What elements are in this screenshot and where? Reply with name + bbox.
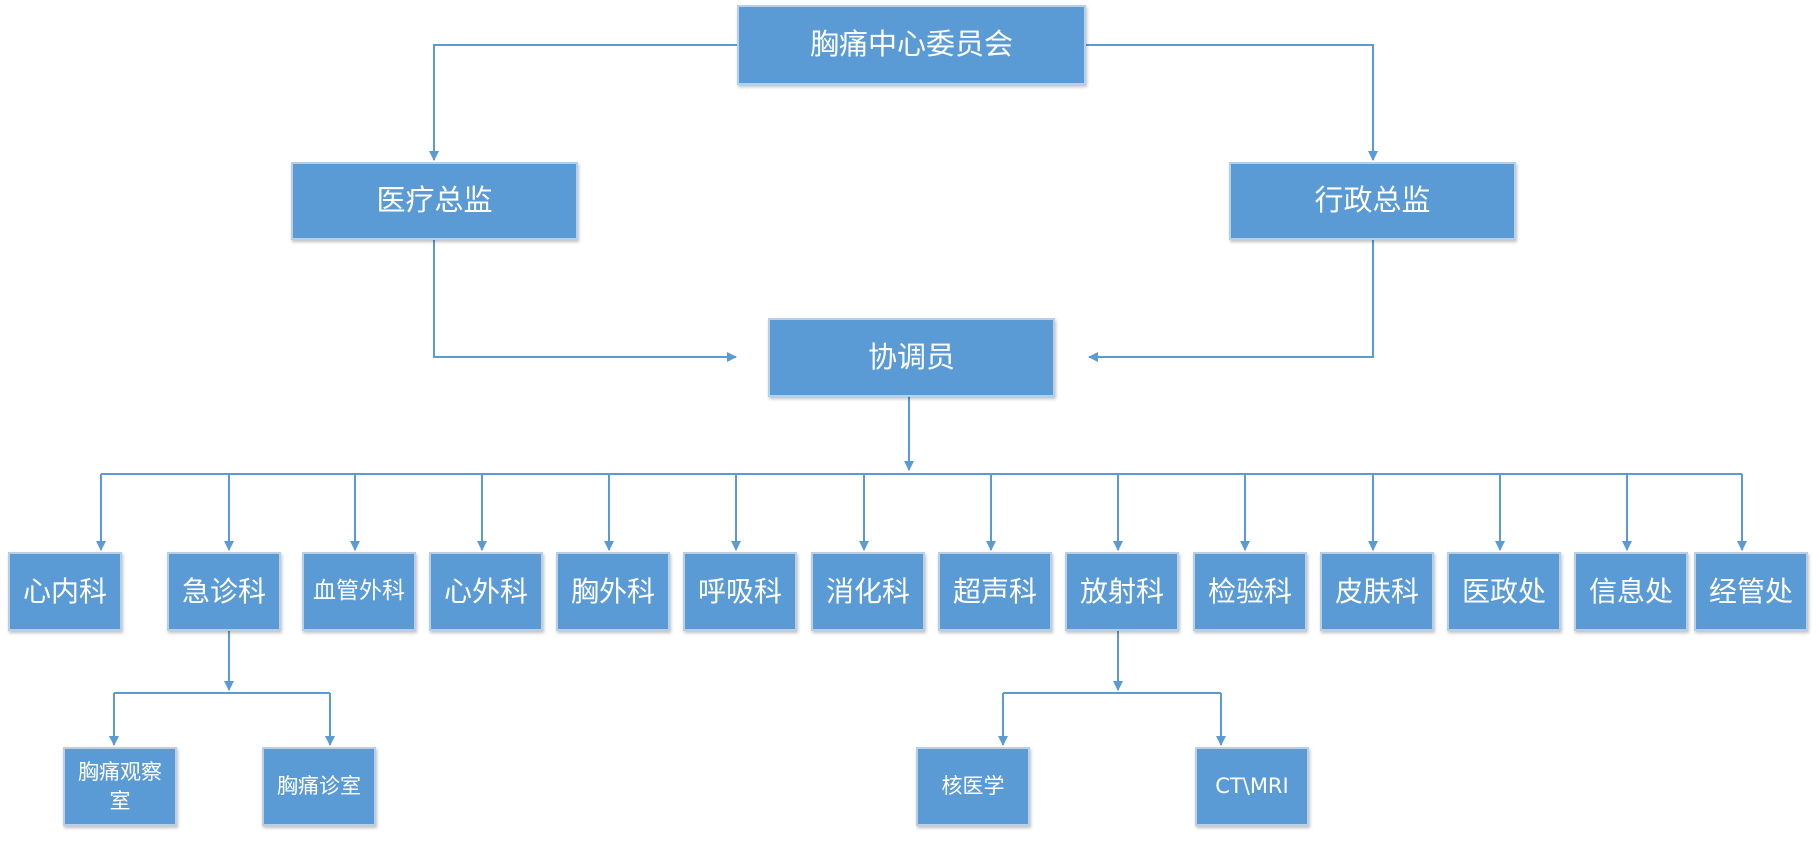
node-department: 胸外科 (556, 552, 670, 631)
node-admin-director: 行政总监 (1229, 162, 1516, 240)
node-department: 急诊科 (167, 552, 281, 631)
connector-admin-coordinator (1088, 240, 1374, 362)
connector-root-admin (1086, 44, 1378, 161)
node-department: 血管外科 (302, 552, 416, 631)
connector-root-medical (429, 44, 737, 161)
node-department: 呼吸科 (683, 552, 797, 631)
node-ct-mri: CT\MRI (1195, 747, 1309, 826)
node-medical-director: 医疗总监 (291, 162, 578, 240)
node-department: 超声科 (938, 552, 1052, 631)
connector-medical-coordinator (433, 240, 737, 362)
node-department: 经管处 (1694, 552, 1808, 631)
node-department: 心外科 (429, 552, 543, 631)
node-department: 皮肤科 (1320, 552, 1434, 631)
node-committee: 胸痛中心委员会 (737, 5, 1086, 85)
node-department: 心内科 (8, 552, 122, 631)
node-department: 检验科 (1193, 552, 1307, 631)
node-coordinator: 协调员 (768, 318, 1055, 397)
node-chest-pain-clinic: 胸痛诊室 (262, 747, 376, 826)
node-nuclear-medicine: 核医学 (916, 747, 1030, 826)
node-chest-pain-observation: 胸痛观察室 (63, 747, 177, 826)
node-department: 信息处 (1574, 552, 1688, 631)
node-department: 医政处 (1447, 552, 1561, 631)
node-department: 放射科 (1065, 552, 1179, 631)
node-department: 消化科 (811, 552, 925, 631)
